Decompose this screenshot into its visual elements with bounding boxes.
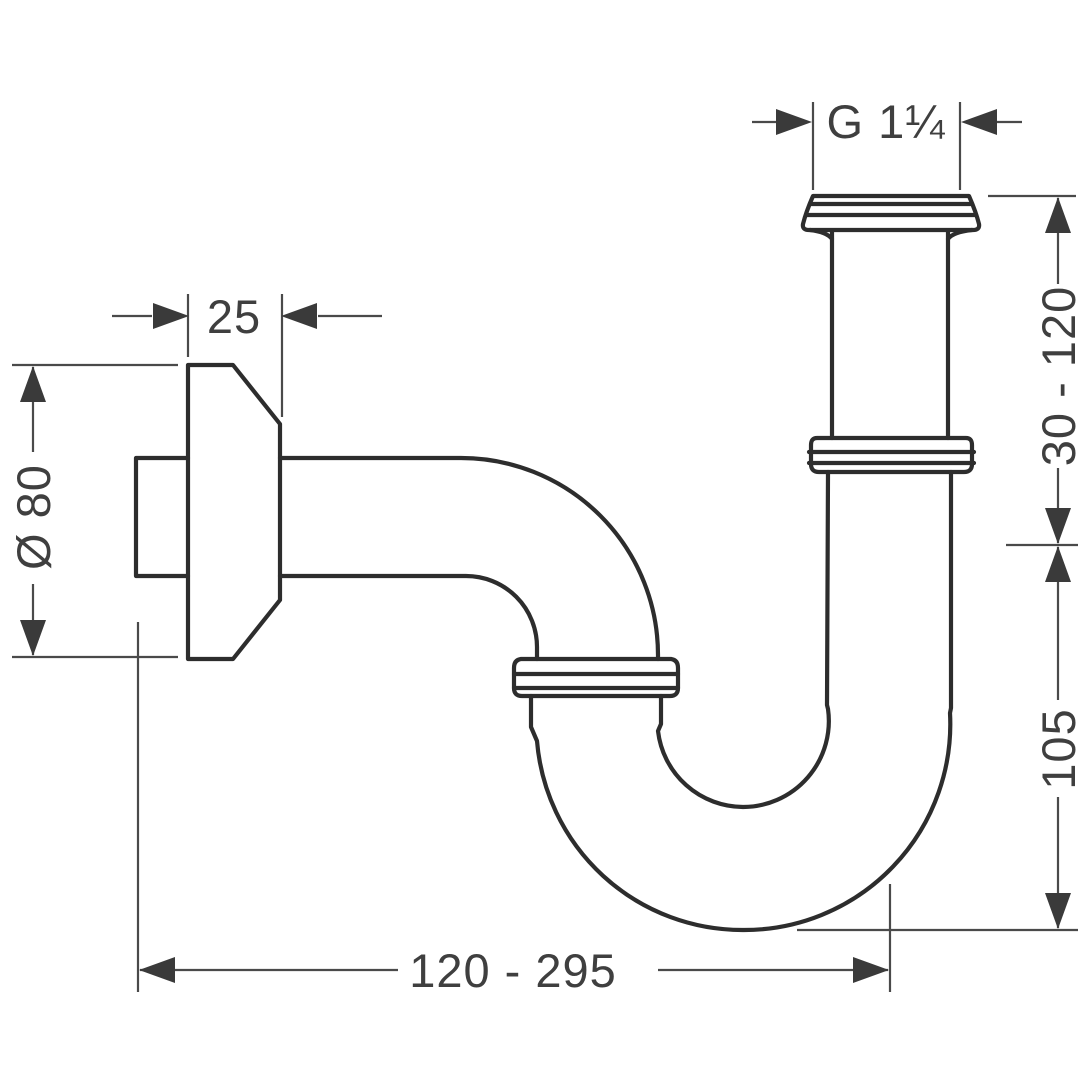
dim-escutcheon-diameter: Ø 80 [7, 363, 178, 659]
outlet-reach-range-label: 120 - 295 [409, 944, 617, 997]
arrowhead-right [776, 109, 812, 135]
escutcheon-diameter-label: Ø 80 [7, 464, 60, 570]
trap-depth-label: 105 [1032, 708, 1085, 789]
escutcheon-flange-outline [185, 362, 283, 662]
arrowhead-up [1045, 546, 1071, 582]
inlet-elbow-outer-edge [277, 455, 661, 662]
arrowhead-left [961, 109, 997, 135]
union-nut-outline [511, 656, 681, 699]
dim-inlet-height-range: 30 - 120 [988, 194, 1085, 547]
arrowhead-down [20, 620, 46, 656]
top-nut-fillet-left [807, 227, 835, 242]
arrowhead-left [139, 957, 175, 983]
dim-thread-size: G 1¼ [752, 95, 1022, 190]
trap-bend-outer-edge [528, 469, 954, 933]
dim-escutcheon-depth: 25 [112, 290, 382, 417]
arrowhead-down [1045, 508, 1071, 544]
dim-outlet-reach-range: 120 - 295 [136, 622, 892, 997]
arrowhead-down [1045, 893, 1071, 929]
inlet-height-range-label: 30 - 120 [1032, 286, 1085, 466]
arrowhead-right [153, 303, 189, 329]
lower-union-nut-outline [808, 435, 975, 475]
trap-body [133, 193, 982, 933]
dimensions: G 1¼ 25 Ø 80 [7, 95, 1085, 997]
dim-trap-depth: 105 [797, 546, 1085, 932]
arrowhead-right [853, 957, 889, 983]
inlet-elbow-inner-edge [277, 573, 540, 662]
arrowhead-up [20, 366, 46, 402]
trap-bend-inner-edge [655, 469, 831, 810]
arrowhead-left [281, 303, 317, 329]
escutcheon-depth-label: 25 [207, 290, 261, 343]
top-nut-fillet-right [945, 227, 975, 242]
thread-size-label: G 1¼ [827, 95, 946, 148]
wall-pipe-stub [133, 455, 191, 579]
arrowhead-up [1045, 197, 1071, 233]
